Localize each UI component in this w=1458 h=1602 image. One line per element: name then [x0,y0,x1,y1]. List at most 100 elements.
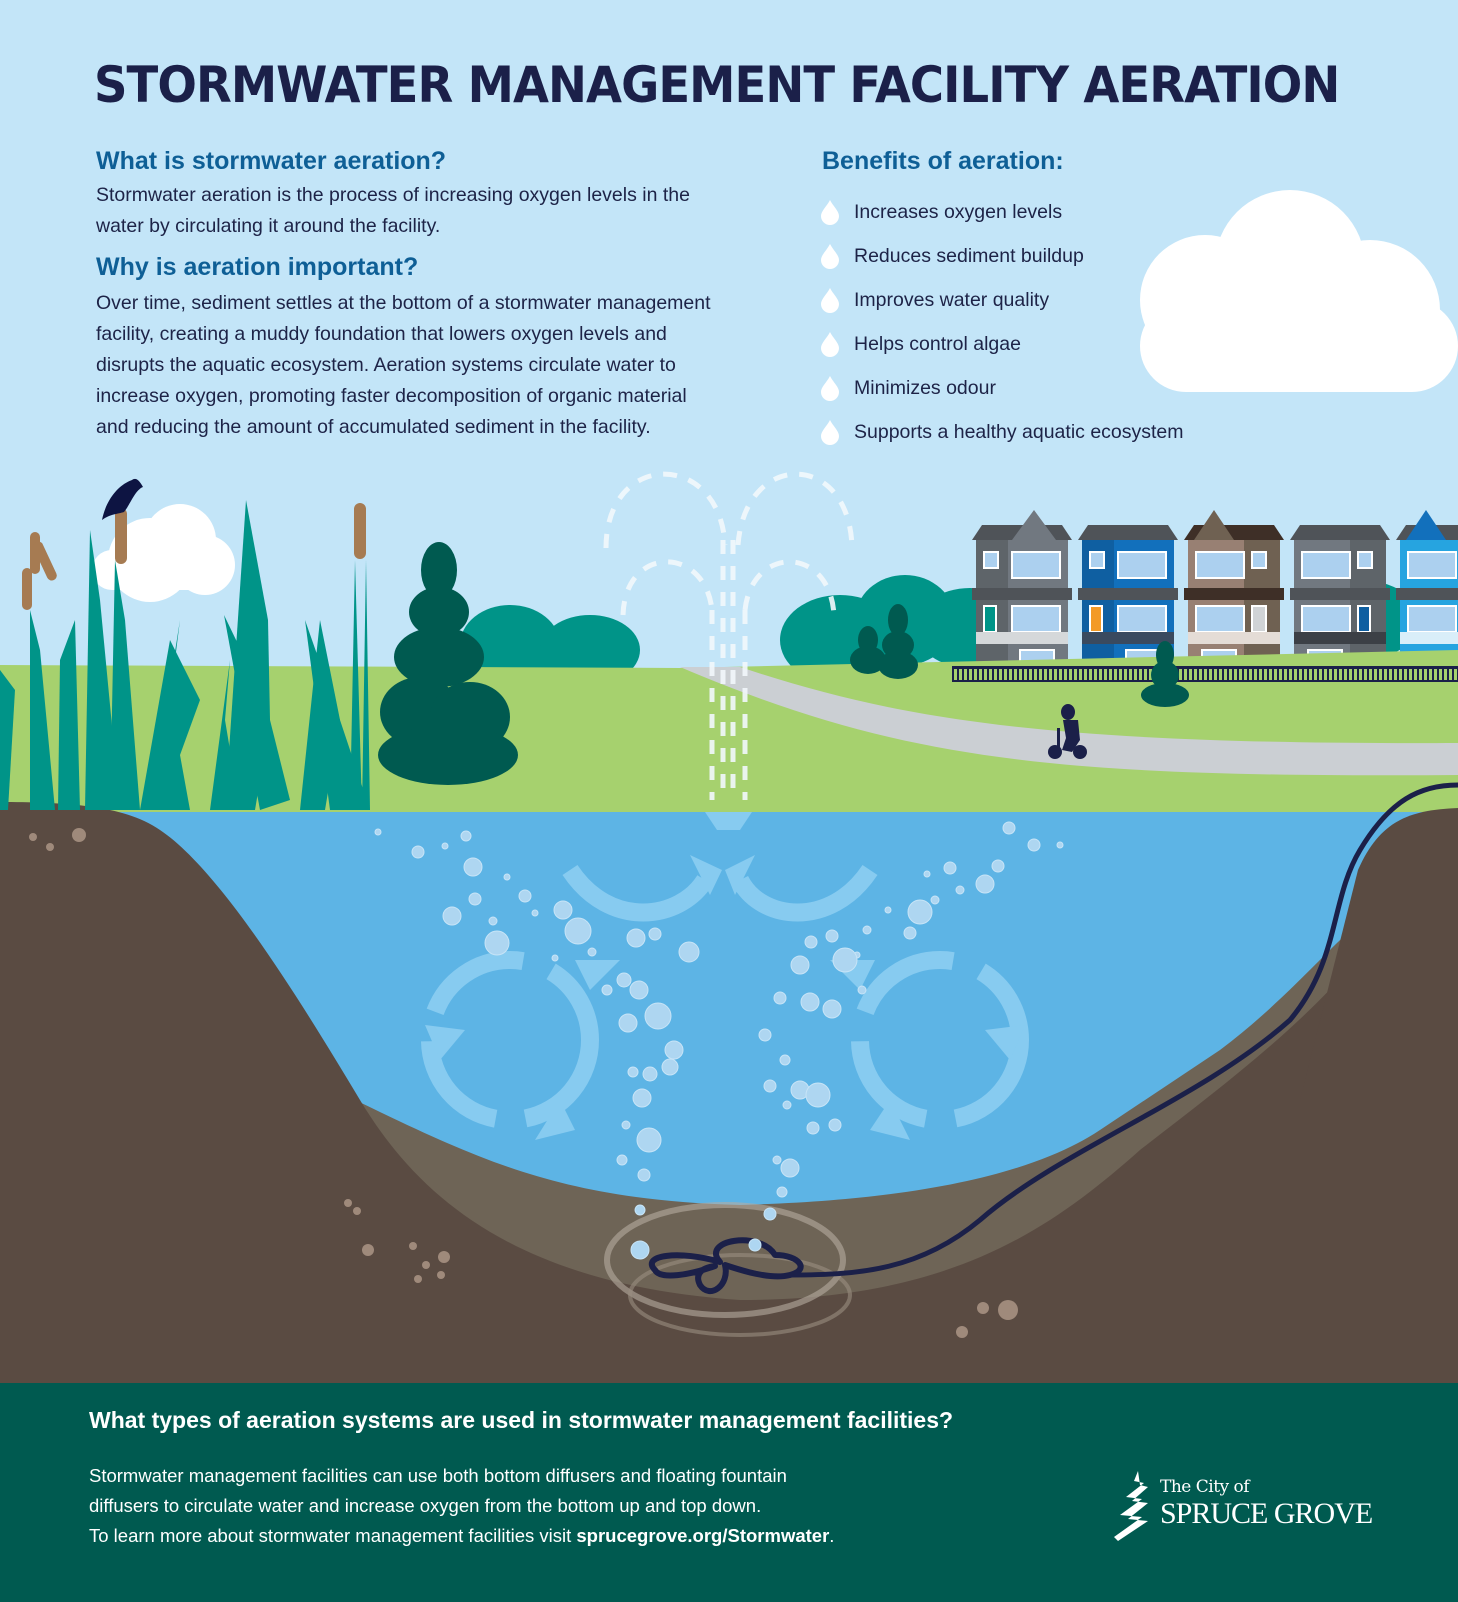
benefit-item: Minimizes odour [820,366,1184,410]
houses [972,510,1458,670]
bubble [601,984,613,996]
soil-bank-left [0,802,1458,1385]
bubble [782,1100,792,1110]
pebbles [29,828,1018,1338]
bubble [648,927,662,941]
bubble [779,1054,791,1066]
benefit-item: Helps control algae [820,322,1184,366]
bubble [991,859,1005,873]
benefit-item: Improves water quality [820,278,1184,322]
bubble [661,1058,679,1076]
bubble [616,1154,628,1166]
bubble [758,1028,772,1042]
text-line: Stormwater management facilities can use… [89,1465,787,1486]
bubble [806,1121,820,1135]
benefit-label: Helps control algae [854,332,1021,355]
text-line: water by circulating it around the facil… [96,215,441,237]
bubble [441,842,449,850]
fountain-float [705,812,752,830]
bubble [1027,838,1041,852]
bubble [804,935,818,949]
water-drop-icon [821,288,839,313]
bubble [636,1127,662,1153]
bubble [531,909,539,917]
bubble [907,899,933,925]
circulation-arrows [421,864,1029,1129]
bubble [518,889,532,903]
bubble [374,828,382,836]
what-paragraph: Stormwater aeration is the process of in… [96,180,690,242]
bubble [618,1013,638,1033]
city-logo: The City of SPRUCE GROVE [1108,1467,1388,1547]
bubble [621,1120,631,1130]
benefit-item: Reduces sediment buildup [820,234,1184,278]
stormwater-link[interactable]: sprucegrove.org/Stormwater [576,1525,830,1546]
benefit-label: Minimizes odour [854,376,996,399]
bubble [800,992,820,1012]
bubble [460,830,472,842]
tree [378,542,518,785]
benefits-heading: Benefits of aeration: [822,147,1064,175]
bubble [773,991,787,1005]
air-hose [789,782,1458,1278]
bubble [468,892,482,906]
bubble [564,917,592,945]
logo-line2: SPRUCE GROVE [1160,1497,1373,1530]
bubble [1002,821,1016,835]
link-suffix: . [829,1525,835,1546]
water-drop-icon [821,332,839,357]
water-drop-icon [821,244,839,269]
bubble [857,985,867,995]
link-prefix: To learn more about stormwater managemen… [89,1525,577,1546]
bubble [634,1204,646,1216]
bubble [930,895,940,905]
reeds [0,500,370,810]
bubble [553,900,573,920]
bubble [630,1240,650,1260]
bubble [664,1040,684,1060]
bubble [805,1082,831,1108]
cloud [1140,190,1458,392]
pond-illustration [0,190,1458,1385]
air-bubbles [374,821,1064,1260]
water-drop-icon [821,376,839,401]
bubble [772,1155,782,1165]
bubble [632,1088,652,1108]
bubble [642,1066,658,1082]
bubble [411,845,425,859]
benefit-label: Reduces sediment buildup [854,244,1084,267]
text-line: increase oxygen, promoting faster decomp… [96,385,687,407]
bubble [626,928,646,948]
bubble [503,873,511,881]
water-drop-icon [821,200,839,225]
bubble [822,999,842,1019]
section-heading-what: What is stormwater aeration? [96,147,447,175]
bubble [832,947,858,973]
tree [850,604,1189,707]
page-title: STORMWATER MANAGEMENT FACILITY AERATION [94,56,1340,114]
bubble [551,954,559,962]
soil-bank-right [1300,808,1458,1100]
spruce-tree-icon [1114,1471,1148,1541]
footer-panel: What types of aeration systems are used … [0,1383,1458,1602]
bubble [780,1158,800,1178]
bubble [943,861,957,875]
benefit-label: Supports a healthy aquatic ecosystem [854,420,1184,443]
section-heading-why: Why is aeration important? [96,253,419,281]
benefit-item: Increases oxygen levels [820,190,1184,234]
water-drop-icon [821,420,839,445]
bubble [1056,841,1064,849]
bubble [748,1238,762,1252]
text-line: To learn more about stormwater managemen… [89,1521,834,1551]
bird-silhouette [102,478,143,520]
benefit-label: Improves water quality [854,288,1050,311]
bubble [678,941,700,963]
bubble [825,929,839,943]
logo-line1: The City of [1160,1477,1250,1497]
bubble [884,906,892,914]
bubble [587,947,597,957]
bubble [629,980,649,1000]
benefit-item: Supports a healthy aquatic ecosystem [820,410,1184,454]
fountain-spray [603,471,855,800]
text-line: facility, creating a muddy foundation th… [96,323,667,345]
